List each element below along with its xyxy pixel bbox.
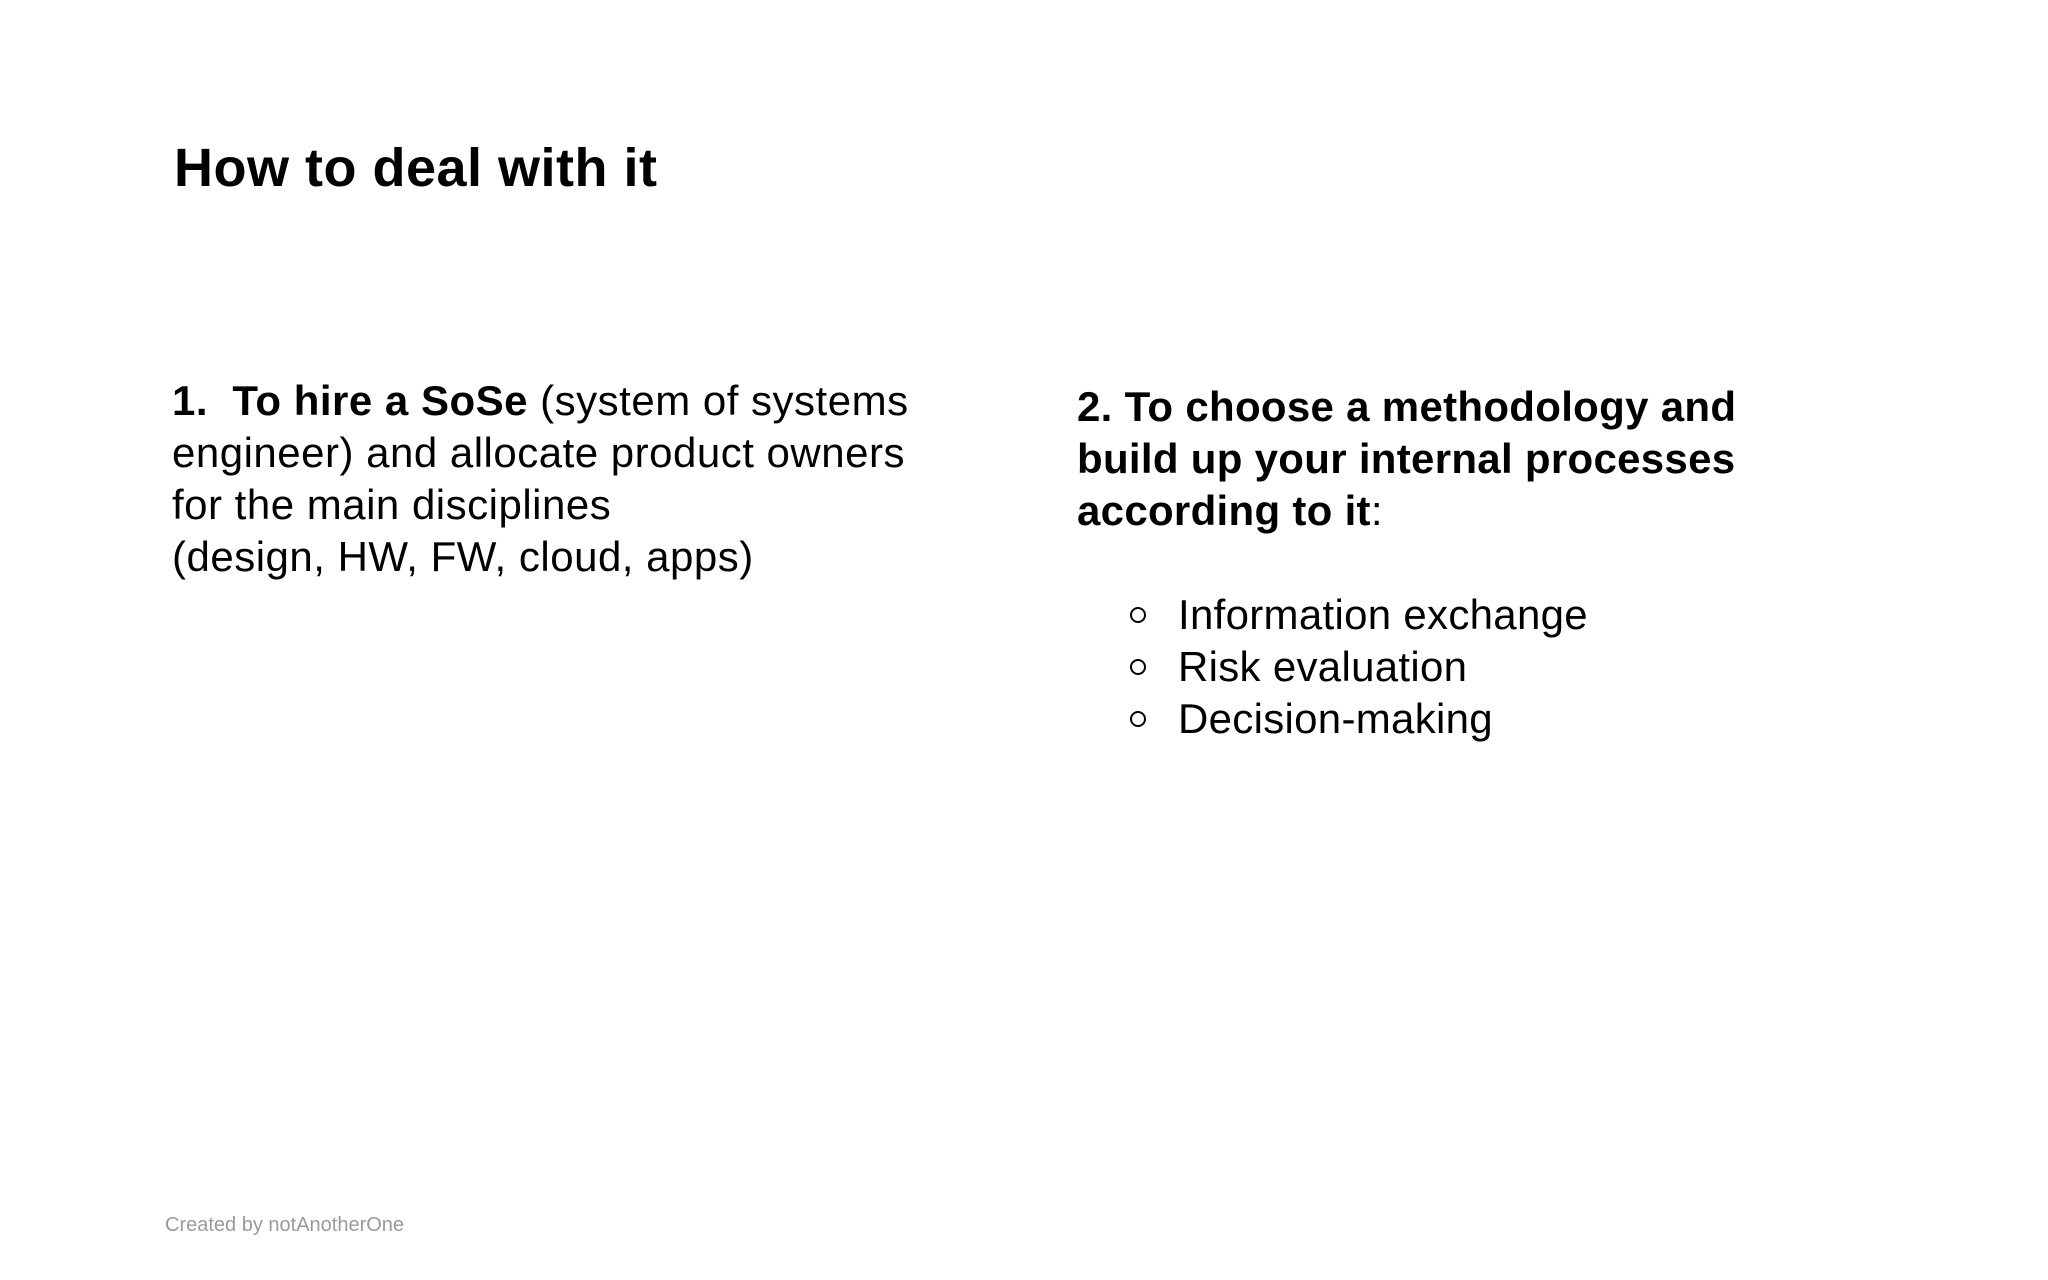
methodology-heading: 2. To choose a methodology and build up … bbox=[1077, 381, 1977, 537]
item-number-1: 1. bbox=[172, 377, 209, 424]
slide-title: How to deal with it bbox=[174, 138, 658, 198]
left-line-2: engineer) and allocate product owners bbox=[172, 429, 905, 476]
left-line-1-rest: (system of systems bbox=[528, 377, 909, 424]
heading-line-3-colon: : bbox=[1370, 487, 1383, 534]
heading-line-3: according to it: bbox=[1077, 485, 1977, 537]
hollow-circle-bullet-icon bbox=[1130, 711, 1146, 727]
left-column: 1. To hire a SoSe (system of systems eng… bbox=[172, 375, 1032, 583]
hollow-circle-bullet-icon bbox=[1130, 607, 1146, 623]
list-item: Information exchange bbox=[1077, 589, 1977, 641]
left-line-1: 1. To hire a SoSe (system of systems bbox=[172, 375, 1032, 427]
heading-line-2: build up your internal processes bbox=[1077, 435, 1736, 482]
list-item-label: Risk evaluation bbox=[1178, 643, 1468, 690]
process-list: Information exchange Risk evaluation Dec… bbox=[1077, 589, 1977, 745]
hire-sose-lead: To hire a SoSe bbox=[232, 377, 529, 424]
heading-line-1: 2. To choose a methodology and bbox=[1077, 383, 1737, 430]
left-line-4: (design, HW, FW, cloud, apps) bbox=[172, 533, 754, 580]
list-item: Risk evaluation bbox=[1077, 641, 1977, 693]
list-item-label: Information exchange bbox=[1178, 591, 1588, 638]
right-column: 2. To choose a methodology and build up … bbox=[1077, 381, 1977, 745]
list-item: Decision-making bbox=[1077, 693, 1977, 745]
heading-line-3-bold: according to it bbox=[1077, 487, 1371, 534]
hollow-circle-bullet-icon bbox=[1130, 659, 1146, 675]
list-item-label: Decision-making bbox=[1178, 695, 1493, 742]
left-line-3: for the main disciplines bbox=[172, 481, 612, 528]
footer-credit: Created by notAnotherOne bbox=[165, 1214, 405, 1236]
